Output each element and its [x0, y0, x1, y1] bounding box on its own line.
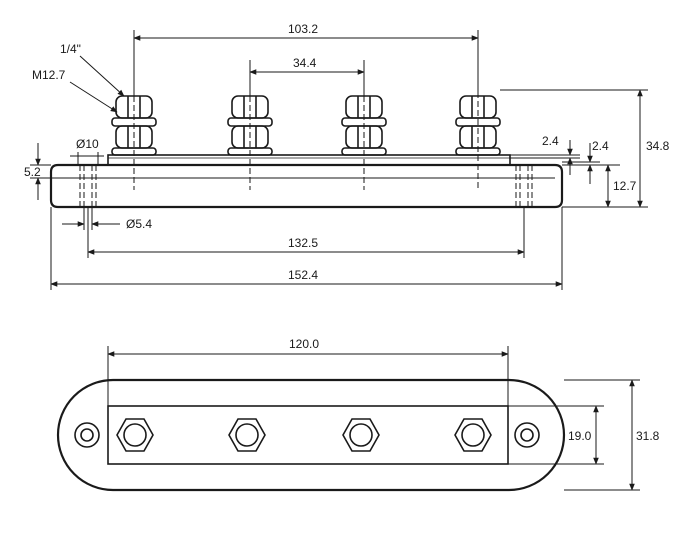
dim-12-7: 12.7	[562, 164, 637, 208]
dim-12-7-label: 12.7	[613, 179, 637, 193]
top-nut-1	[116, 418, 154, 452]
dim-2-4-a-label: 2.4	[542, 134, 559, 148]
thread-label: 1/4"	[60, 42, 81, 56]
dim-120-0-label: 120.0	[289, 337, 319, 351]
boss-label: Ø10	[76, 137, 99, 151]
dim-19-0-label: 19.0	[568, 429, 592, 443]
dim-34-8: 34.8	[500, 89, 670, 208]
top-bus-bar	[107, 405, 509, 465]
dim-34-4: 34.4	[249, 56, 365, 96]
dim-34-4-label: 34.4	[293, 56, 317, 70]
side-view: 103.2 34.4 1/4" M12.7 Ø10	[24, 22, 670, 290]
top-nut-4	[454, 418, 492, 452]
dim-boss: Ø10	[70, 137, 104, 165]
top-base	[56, 378, 566, 492]
dim-31-8-label: 31.8	[636, 429, 660, 443]
dim-120-0: 120.0	[107, 337, 509, 406]
top-mount-hole-right	[514, 422, 540, 448]
dim-31-8: 31.8	[564, 379, 660, 491]
leader-nut: M12.7	[32, 68, 118, 113]
side-base	[49, 163, 564, 209]
dim-34-8-label: 34.8	[646, 139, 670, 153]
dim-132-5-label: 132.5	[288, 236, 318, 250]
top-view: 120.0 19.0 31.8	[56, 337, 660, 492]
top-mount-hole-left	[74, 422, 100, 448]
dim-132-5: 132.5	[87, 207, 525, 258]
dim-19-0: 19.0	[508, 405, 604, 465]
dim-152-4-label: 152.4	[288, 268, 318, 282]
top-nut-3	[342, 418, 380, 452]
dim-2-4-a: 2.4	[510, 134, 580, 175]
dim-5-2-label: 5.2	[24, 165, 41, 179]
dim-2-4-b-label: 2.4	[592, 139, 609, 153]
dim-2-4-b: 2.4	[562, 139, 609, 184]
side-mount-hole-right	[515, 165, 533, 207]
dim-hole: Ø5.4	[62, 207, 152, 231]
top-nut-2	[228, 418, 266, 452]
dim-152-4: 152.4	[50, 207, 563, 290]
dim-103-2-label: 103.2	[288, 22, 318, 36]
dim-103-2: 103.2	[133, 22, 479, 96]
hole-label: Ø5.4	[126, 217, 152, 231]
leader-thread: 1/4"	[60, 42, 125, 97]
nut-label: M12.7	[32, 68, 66, 82]
side-bus-bar	[107, 154, 511, 166]
dim-5-2: 5.2	[24, 143, 58, 200]
side-mount-hole-left	[79, 165, 97, 207]
